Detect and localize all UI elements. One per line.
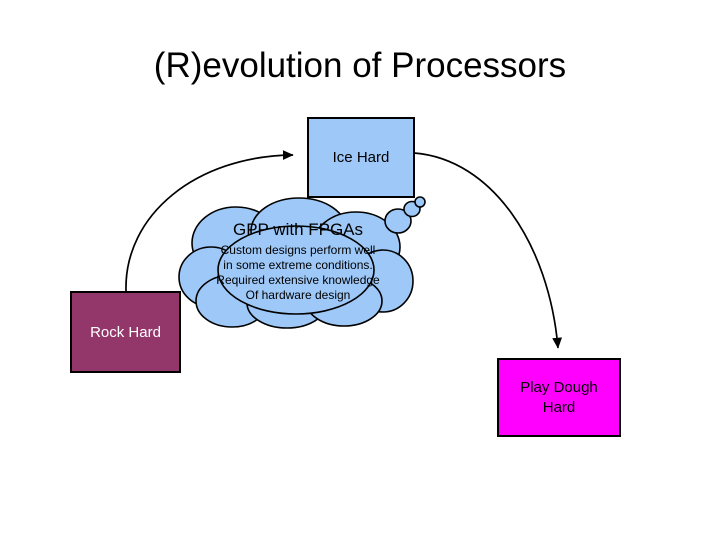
- cloud-line: Of hardware design: [245, 288, 351, 302]
- node-ice-hard-label: Ice Hard: [332, 149, 390, 166]
- cloud-bubble-small: [414, 196, 426, 208]
- node-ice-hard[interactable]: Ice Hard: [307, 117, 415, 198]
- cloud-bubble-medium: [403, 200, 421, 218]
- node-rock-hard[interactable]: Rock Hard: [70, 291, 181, 373]
- node-play-dough-hard[interactable]: Play Dough Hard: [497, 358, 621, 437]
- connector-ice-hard-to-play-dough-hard: [413, 152, 563, 349]
- cloud-heading: GPP with FPGAs: [232, 220, 364, 239]
- page-title: (R)evolution of Processors: [153, 46, 567, 85]
- cloud-line: in some extreme conditions.: [223, 258, 373, 272]
- node-rock-hard-label: Rock Hard: [90, 323, 161, 341]
- cloud-body: Custom designs perform well in some extr…: [196, 243, 400, 303]
- node-play-dough-hard-label: Play Dough Hard: [520, 378, 598, 416]
- cloud-line: Custom designs perform well: [220, 243, 376, 257]
- cloud-text-block: GPP with FPGAs Custom designs perform we…: [196, 219, 400, 303]
- cloud-line: Required extensive knowledge: [216, 273, 380, 287]
